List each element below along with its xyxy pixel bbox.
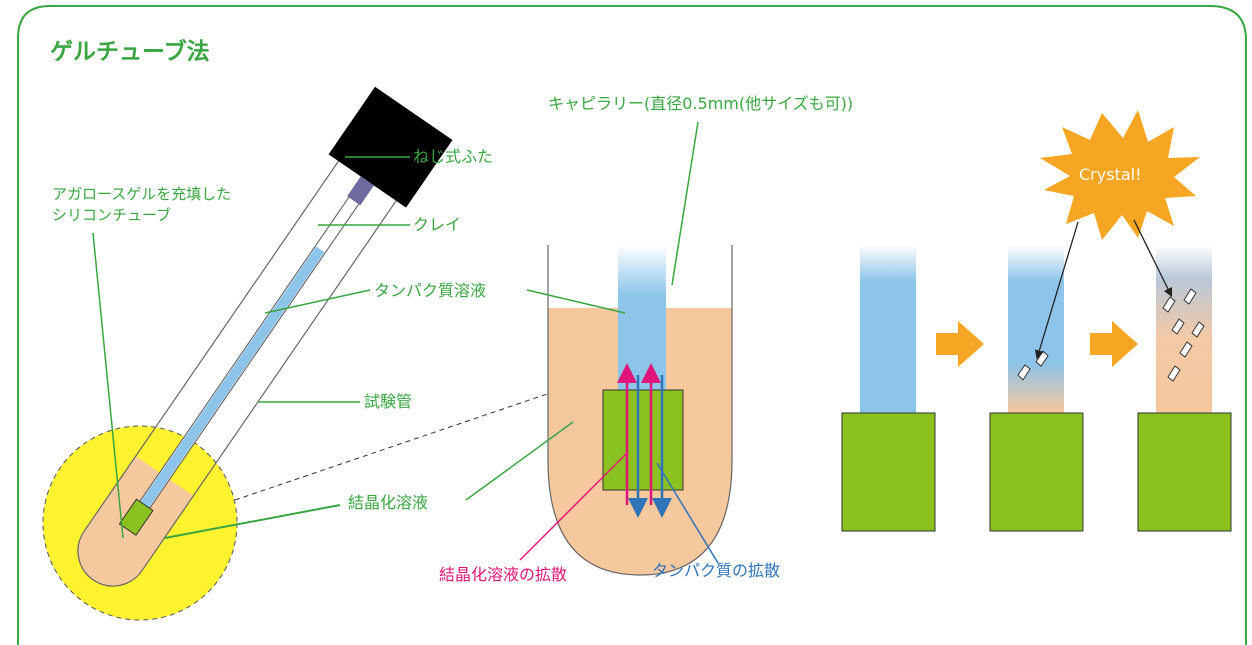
protein-solution-column (140, 246, 325, 508)
clay (347, 176, 374, 206)
crystals-stage3 (1162, 288, 1205, 382)
stage1-gel (841, 412, 936, 532)
label-screw-cap: ねじ式ふた (413, 147, 494, 166)
label-test-tube: 試験管 (364, 392, 413, 411)
enlarged-gel (602, 389, 684, 491)
stage3-gel (1137, 412, 1232, 532)
outer-frame (17, 5, 1247, 645)
test-tube (77, 142, 410, 587)
stage2-gel (989, 412, 1084, 532)
diagram-title: ゲルチューブ法 (50, 39, 210, 65)
stage1-column (860, 245, 916, 413)
label-silicone-tube-line2: シリコンチューブ (52, 206, 172, 224)
screw-cap (328, 86, 453, 208)
label-silicone-tube-line1: アガロースゲルを充填した (52, 185, 232, 203)
label-protein-solution: タンパク質溶液 (374, 281, 487, 300)
stage2-column (1008, 245, 1064, 413)
label-clay: クレイ (413, 215, 462, 234)
crystal-starburst (1040, 110, 1200, 240)
agarose-gel (118, 498, 154, 536)
enlarged-tube (547, 245, 733, 576)
label-crystal-burst: Crystal! (1079, 165, 1142, 184)
label-crystallization-solution: 結晶化溶液 (348, 493, 429, 512)
test-tube-group (77, 86, 453, 587)
capillary (618, 245, 666, 390)
stage-arrow-2 (1090, 321, 1138, 367)
label-crystallization-diffusion: 結晶化溶液の拡散 (439, 565, 568, 584)
label-protein-diffusion: タンパク質の拡散 (652, 561, 781, 580)
stage3-column (1156, 245, 1212, 413)
stage-arrow-1 (936, 321, 984, 367)
label-capillary: キャピラリー(直径0.5mm(他サイズも可)) (548, 94, 854, 113)
